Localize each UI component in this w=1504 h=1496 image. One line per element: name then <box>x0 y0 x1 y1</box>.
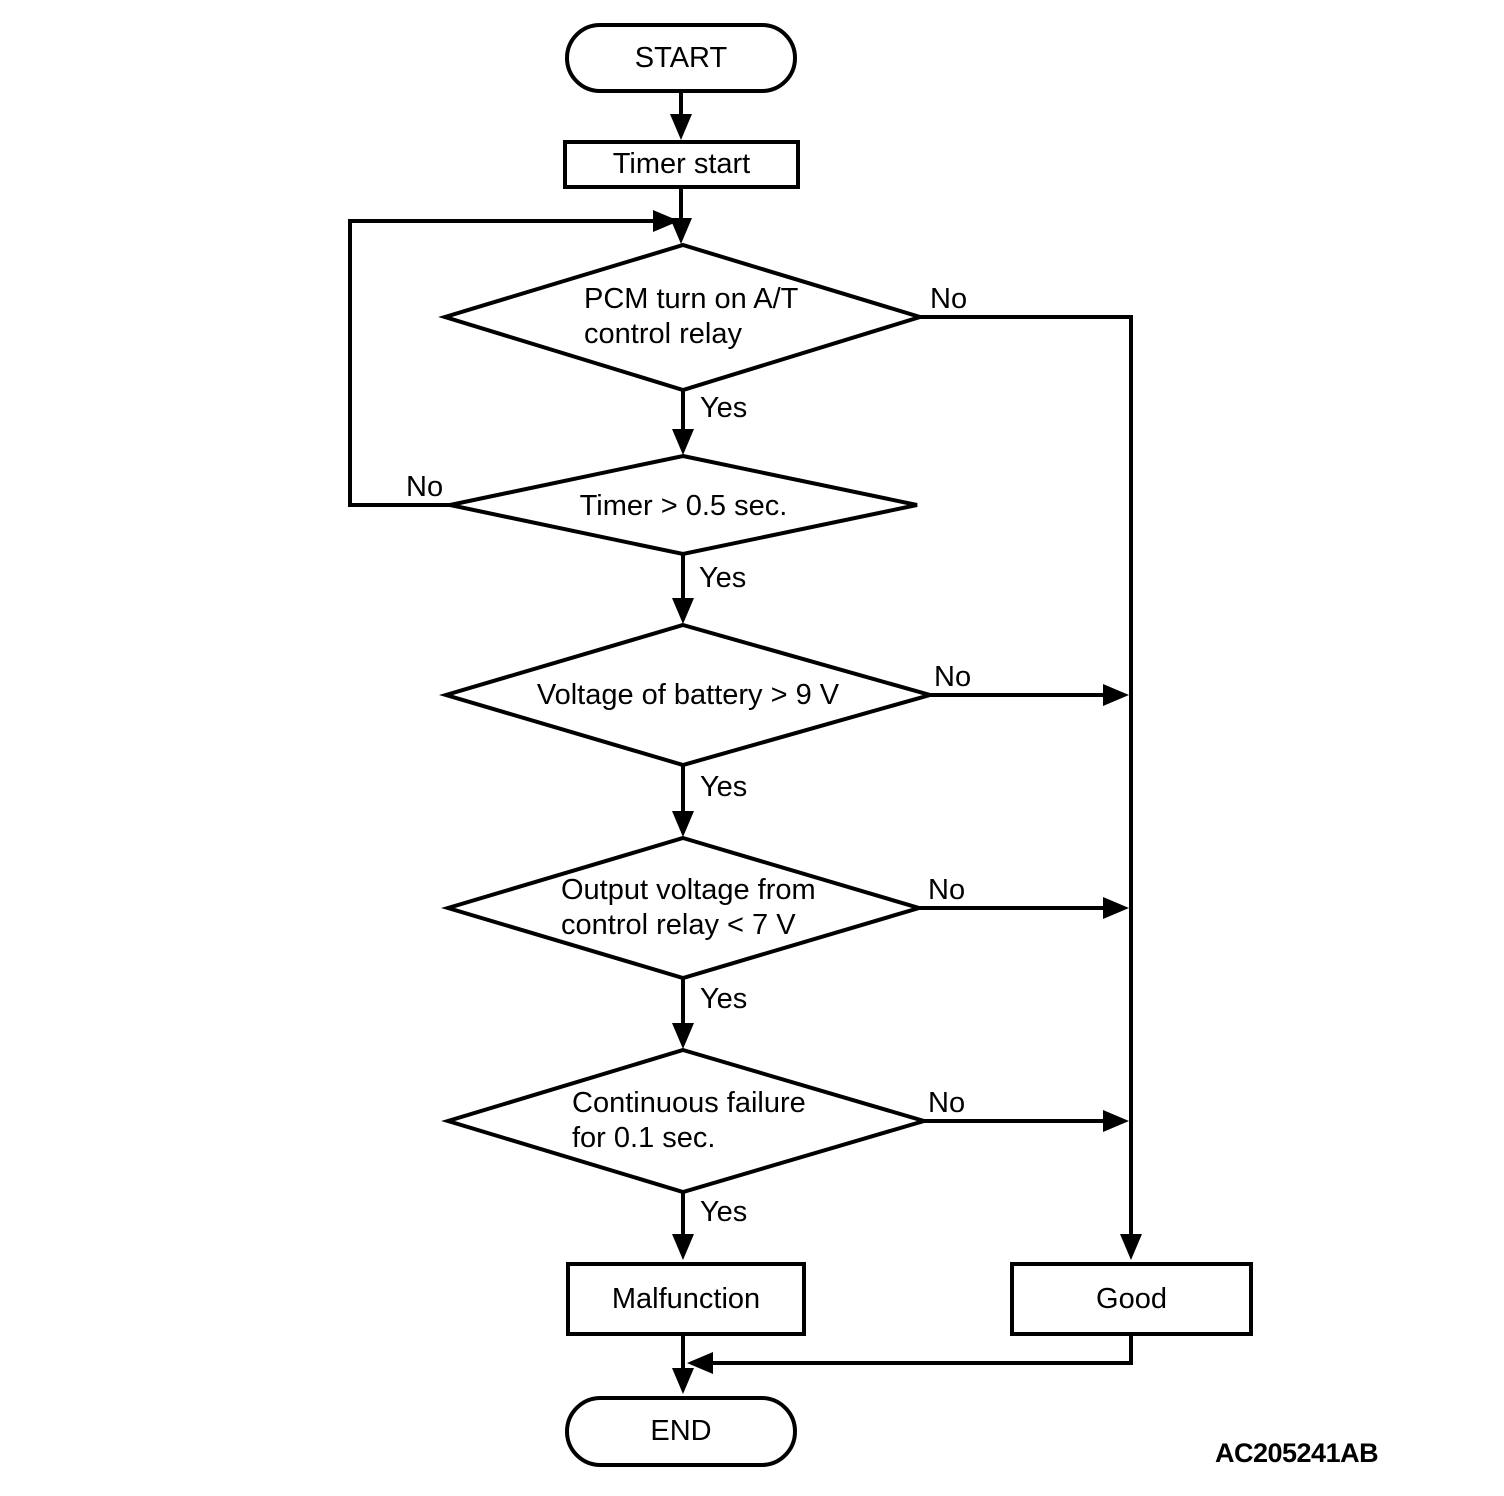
decision-diamond-battery <box>438 622 938 768</box>
branch-label-battery-yes: Yes <box>700 771 748 803</box>
decision-continuous-failure-label: Continuous failure for 0.1 sec. <box>572 1087 806 1154</box>
good-label: Good <box>1096 1282 1167 1315</box>
branch-label-pcm-yes: Yes <box>700 392 748 424</box>
decision-diamond-timer <box>449 453 918 557</box>
start-label: START <box>634 41 728 74</box>
good-node: Good <box>1010 1262 1253 1336</box>
branch-label-timer-yes: Yes <box>699 562 747 594</box>
branch-label-continuous-failure-no: No <box>928 1087 966 1119</box>
arrowhead <box>672 429 694 455</box>
branch-label-output-voltage-yes: Yes <box>700 983 748 1015</box>
arrowhead <box>672 1234 694 1260</box>
timer-start-label: Timer start <box>612 148 751 180</box>
arrowhead <box>672 811 694 837</box>
start-node: START <box>565 23 797 93</box>
branch-label-pcm-no: No <box>930 283 968 315</box>
arrowhead <box>1103 1110 1129 1132</box>
branch-label-continuous-failure-yes: Yes <box>700 1196 748 1228</box>
edge-good-to-end <box>713 1335 1133 1365</box>
arrowhead <box>672 1368 694 1394</box>
branch-label-battery-no: No <box>934 661 972 693</box>
decision-diamond-output-voltage <box>440 835 927 981</box>
arrowhead <box>672 598 694 624</box>
arrowhead <box>670 114 692 140</box>
decision-timer-label: Timer > 0.5 sec. <box>579 490 788 522</box>
arrowhead <box>1103 684 1129 706</box>
arrowhead <box>653 210 679 232</box>
timer-start-node: Timer start <box>563 140 800 189</box>
arrowhead <box>1103 897 1129 919</box>
edge-pcm-no-to-good <box>918 315 1133 1238</box>
end-label: END <box>650 1415 712 1447</box>
branch-label-timer-no: No <box>406 471 444 503</box>
arrowhead <box>1120 1234 1142 1260</box>
decision-pcm-relay-label: PCM turn on A/T control relay <box>584 283 799 350</box>
arrowhead <box>687 1352 713 1374</box>
malfunction-label: Malfunction <box>611 1282 761 1315</box>
arrowhead <box>672 1023 694 1049</box>
end-node: END <box>565 1396 797 1467</box>
branch-label-output-voltage-no: No <box>928 874 966 906</box>
edge-loop-timer-no <box>348 219 656 507</box>
arrowhead <box>670 218 692 244</box>
malfunction-node: Malfunction <box>566 1262 806 1336</box>
decision-diamond-pcm-relay <box>438 242 927 393</box>
decision-battery-label: Voltage of battery > 9 V <box>536 679 840 711</box>
decision-output-voltage-label: Output voltage from control relay < 7 V <box>561 874 816 941</box>
figure-code: AC205241AB <box>1215 1438 1379 1468</box>
decision-diamond-continuous-failure <box>441 1047 932 1195</box>
